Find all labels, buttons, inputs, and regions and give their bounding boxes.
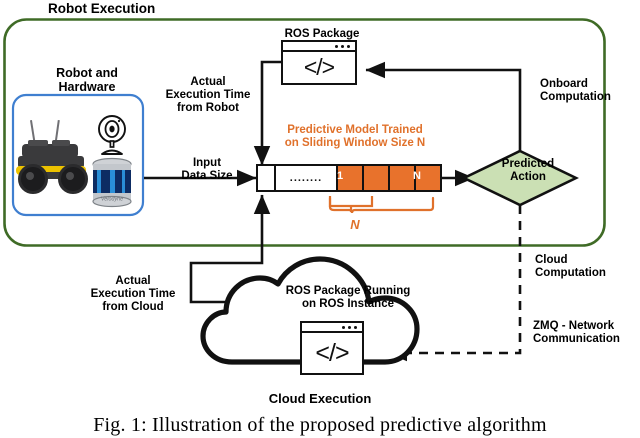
- buffer-cell-ellipsis[interactable]: ........: [276, 164, 338, 192]
- cloud-computation-label: Cloud Computation: [535, 254, 606, 280]
- figure-caption: Fig. 1: Illustration of the proposed pre…: [93, 414, 547, 436]
- hardware-title: Robot and Hardware: [56, 66, 118, 95]
- cloud-ros-package-title: ROS Package Running on ROS Instance: [285, 285, 411, 311]
- window-cell-N[interactable]: [416, 164, 442, 192]
- code-icon: </>: [315, 338, 349, 367]
- edge-actual-execution-time-from-robot: [253, 60, 281, 166]
- robot-execution-title: Robot Execution: [48, 1, 156, 16]
- robot-execution-boundary: [3, 18, 606, 247]
- zmq-network-communication-label: ZMQ - Network Communication: [533, 320, 620, 346]
- sliding-window-bracket-span: [328, 196, 435, 214]
- ros-package-title: ROS Package: [284, 28, 360, 40]
- input-data-size-label: Input Data Size: [181, 157, 233, 183]
- hardware-device-group: Velodyne: [12, 94, 144, 216]
- window-dots-icon: [334, 44, 350, 48]
- edge-onboard-computation: [365, 61, 522, 152]
- webcam-icon: [98, 115, 126, 155]
- window-cell-2[interactable]: [364, 164, 390, 192]
- window-cell-3[interactable]: [390, 164, 416, 192]
- window-dots-icon: [341, 325, 357, 329]
- velodyne-lidar-icon: Velodyne: [92, 157, 132, 208]
- window-cell-N-label: N: [413, 170, 421, 182]
- cloud-ros-package-titlebar: [302, 323, 362, 333]
- onboard-computation-label: Onboard Computation: [540, 78, 611, 104]
- ros-package-window[interactable]: </>: [281, 40, 357, 85]
- predictive-model-label: Predictive Model Trained on Sliding Wind…: [284, 124, 426, 150]
- buffer-cell-head[interactable]: [256, 164, 276, 192]
- window-cell-1-label: 1: [337, 170, 344, 182]
- predicted-action-label: Predicted Action: [501, 158, 555, 184]
- husky-robot-image: [16, 119, 88, 194]
- actual-execution-time-from-robot-label: Actual Execution Time from Robot: [165, 76, 251, 115]
- edge-zmq-network-communication: [387, 205, 522, 362]
- cloud-ros-package-window[interactable]: </>: [300, 321, 364, 375]
- sliding-window-size-label: N: [350, 217, 360, 232]
- window-cell-1[interactable]: [338, 164, 364, 192]
- svg-text:Velodyne: Velodyne: [101, 197, 123, 203]
- cloud-execution-title: Cloud Execution: [268, 391, 372, 406]
- code-icon: </>: [303, 54, 335, 80]
- ros-package-titlebar: [283, 42, 355, 52]
- actual-execution-time-from-cloud-label: Actual Execution Time from Cloud: [90, 275, 176, 314]
- edge-actual-execution-time-from-cloud: [189, 194, 271, 304]
- sliding-window-buffer: ........: [256, 164, 442, 192]
- buffer-ellipsis-text: ........: [289, 171, 323, 184]
